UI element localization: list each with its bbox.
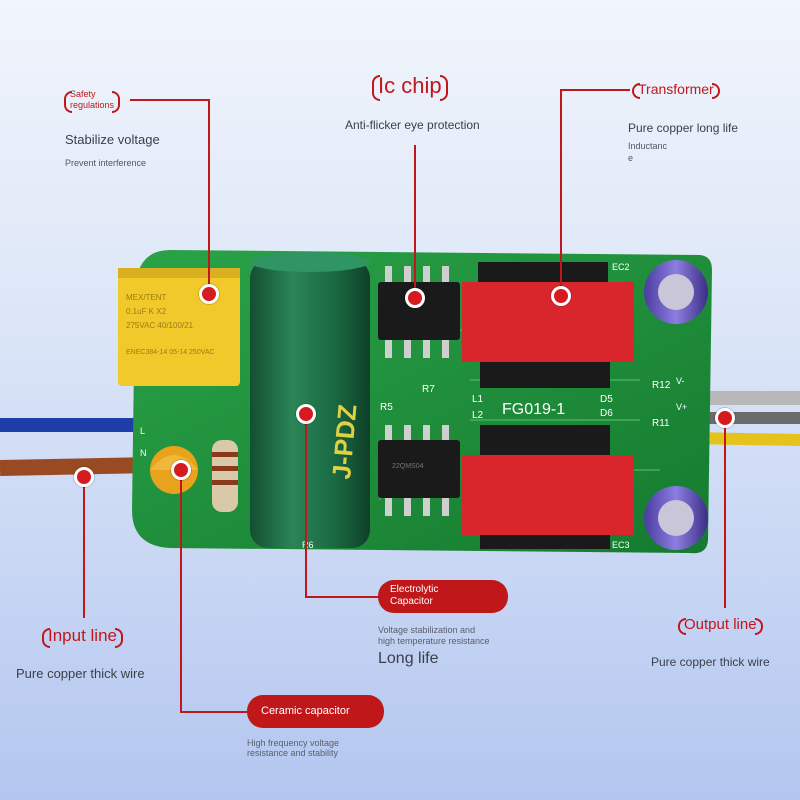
svg-text:R12: R12 (652, 380, 671, 391)
leader-transformer-v (560, 89, 562, 295)
marker-input (74, 467, 94, 487)
ceramic-desc1: High frequency voltage (247, 738, 340, 748)
electrolytic-desc1: Voltage stabilization and (378, 625, 476, 635)
svg-text:L2: L2 (472, 410, 484, 421)
svg-text:R6: R6 (302, 540, 314, 550)
transformer-title: Transformer (632, 81, 720, 99)
marker-output (715, 408, 735, 428)
leader-safety-h (130, 99, 210, 101)
input-line-desc: Pure copper thick wire (16, 666, 145, 681)
svg-text:J-PDZ: J-PDZ (326, 403, 362, 481)
input-line-title: Input line (42, 626, 123, 648)
svg-text:ENEC384-14 05-14 250VAC: ENEC384-14 05-14 250VAC (126, 349, 215, 356)
output-line-desc: Pure copper thick wire (651, 655, 770, 669)
electrolytic-title-line1: Electrolytic (390, 584, 439, 595)
electrolytic-desc2: high temperature resistance (378, 636, 490, 646)
transformer-desc2: Inductanc (628, 141, 668, 151)
svg-text:MEX/TENT: MEX/TENT (126, 293, 167, 302)
marker-ic (405, 288, 425, 308)
leader-output (724, 418, 726, 608)
svg-text:R11: R11 (652, 418, 670, 429)
svg-text:L: L (140, 426, 145, 436)
leader-transformer-h (560, 89, 630, 91)
svg-text:FG019-1: FG019-1 (502, 401, 565, 418)
leader-ceramic-v (180, 470, 182, 713)
electrolytic-title: Electrolytic Capacitor (378, 580, 508, 613)
safety-title: Safety regulations (63, 89, 121, 113)
svg-text:D5: D5 (600, 394, 613, 405)
marker-transformer (551, 286, 571, 306)
output-line-title: Output line (678, 616, 763, 635)
safety-title-line1: Safety (70, 89, 96, 99)
marker-electrolytic (296, 404, 316, 424)
electrolytic-title-line2: Capacitor (390, 596, 433, 607)
ceramic-title: Ceramic capacitor (247, 695, 384, 728)
svg-text:V+: V+ (676, 402, 687, 412)
ic-desc: Anti-flicker eye protection (345, 118, 480, 132)
svg-text:V-: V- (676, 376, 685, 386)
safety-desc2: Prevent interference (65, 158, 147, 168)
leader-ceramic-h (180, 711, 250, 713)
svg-text:R5: R5 (380, 402, 393, 413)
safety-title-line2: regulations (70, 100, 115, 110)
transformer-desc1: Pure copper long life (628, 121, 739, 135)
svg-text:D6: D6 (600, 408, 613, 419)
leader-input (83, 478, 85, 618)
marker-ceramic (171, 460, 191, 480)
marker-safety (199, 284, 219, 304)
ceramic-desc2: resistance and stability (247, 748, 339, 758)
leader-safety-v (208, 99, 210, 294)
leader-electro-h (305, 596, 380, 598)
safety-desc1: Stabilize voltage (65, 132, 160, 147)
svg-text:L1: L1 (472, 394, 484, 405)
svg-text:R7: R7 (422, 384, 435, 395)
electrolytic-desc3: Long life (378, 650, 439, 667)
svg-text:275VAC 40/100/21: 275VAC 40/100/21 (126, 321, 194, 330)
transformer-desc3: e (628, 153, 634, 163)
svg-text:22QMS04: 22QMS04 (392, 463, 424, 470)
svg-text:EC3: EC3 (612, 540, 630, 550)
ic-title: Ic chip (372, 73, 448, 101)
svg-text:EC2: EC2 (612, 262, 630, 272)
svg-text:N: N (140, 448, 147, 458)
svg-text:0.1uF K X2: 0.1uF K X2 (126, 307, 167, 316)
leader-ic (414, 145, 416, 295)
leader-electro-v (305, 414, 307, 598)
